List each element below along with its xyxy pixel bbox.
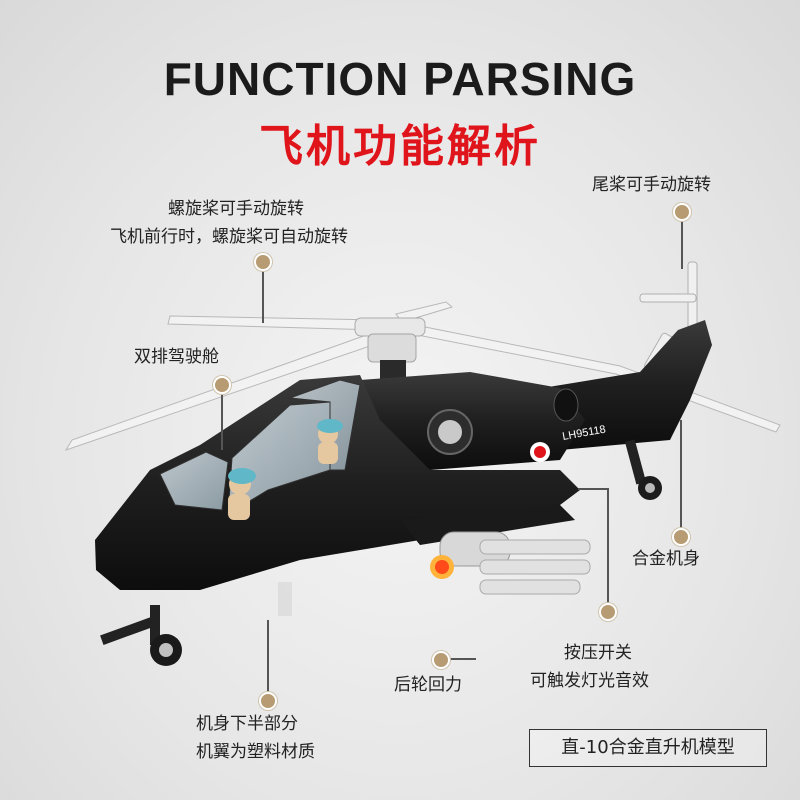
tail-rotor-label: 尾桨可手动旋转 (592, 175, 711, 195)
alloy-body-callout-line (680, 420, 682, 535)
rotor-callout-line (262, 268, 264, 323)
tail-rotor-callout-line (681, 217, 683, 269)
cockpit-callout-line (221, 390, 223, 450)
switch-callout-line-v (607, 488, 609, 613)
cockpit-canopy (159, 379, 361, 515)
alloy-body-callout-dot (672, 528, 690, 546)
engine-housing (360, 372, 585, 470)
rear-wheel-label: 后轮回力 (394, 675, 462, 695)
lower-label-line1: 机身下半部分 (196, 714, 298, 734)
alloy-body-label: 合金机身 (632, 549, 700, 569)
tail-gear (624, 439, 662, 500)
rotor-label-line2: 飞机前行时，螺旋桨可自动旋转 (110, 227, 348, 247)
lower-label-line2: 机翼为塑料材质 (196, 742, 315, 762)
weapon-pylon (400, 505, 591, 595)
rotor-hub (354, 317, 426, 380)
lower-callout-line (267, 620, 269, 698)
rear-wheel-callout-dot (432, 651, 450, 669)
rotor-callout-dot (254, 253, 272, 271)
cockpit-callout-dot (213, 376, 231, 394)
fuselage (95, 375, 580, 590)
nose-gear (100, 605, 182, 666)
tail-rotor-callout-dot (673, 203, 691, 221)
pilot-figures (228, 419, 343, 520)
switch-callout-line-h (578, 488, 608, 490)
rear-gear (278, 582, 292, 616)
title-english: FUNCTION PARSING (163, 53, 637, 105)
cockpit-label: 双排驾驶舱 (134, 347, 219, 367)
model-name-box: 直-10合金直升机模型 (529, 729, 767, 767)
rotor-label-line1: 螺旋桨可手动旋转 (168, 199, 304, 219)
switch-label-line2: 可触发灯光音效 (530, 671, 649, 691)
title-chinese: 飞机功能解析 (259, 121, 541, 172)
switch-label-line1: 按压开关 (564, 643, 632, 663)
switch-callout-dot (599, 603, 617, 621)
lower-callout-dot (259, 692, 277, 710)
rear-wheel-callout-line (448, 658, 476, 660)
